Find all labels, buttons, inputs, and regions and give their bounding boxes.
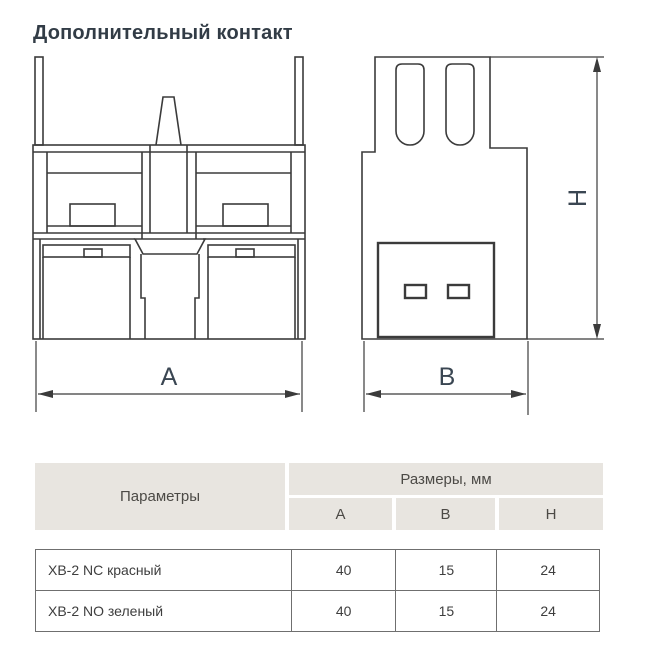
cell-dimension-b: 15	[395, 590, 498, 632]
row-name: XB-2 NO зеленый	[35, 590, 292, 632]
dim-h-label: H	[564, 189, 592, 207]
front-body-outline	[32, 144, 306, 340]
table-row: XB-2 NC красный 40 15 24	[35, 549, 600, 591]
cell-dimension-h: 24	[496, 549, 600, 591]
cell-dimension-a: 40	[290, 549, 397, 591]
front-plunger	[155, 96, 182, 146]
column-header-b: B	[396, 498, 495, 530]
parameters-header-cell: Параметры	[35, 463, 285, 530]
side-right-slot	[445, 63, 475, 146]
table-row: XB-2 NO зеленый 40 15 24	[35, 590, 600, 632]
side-socket-opening-1	[403, 283, 428, 300]
dimension-h: H	[490, 56, 604, 340]
dim-b-label: B	[439, 363, 456, 391]
dimension-a: A	[35, 341, 303, 412]
side-socket-opening-2	[446, 283, 471, 300]
column-header-h: H	[499, 498, 603, 530]
page-title: Дополнительный контакт	[33, 22, 293, 44]
dimensions-header-cell: Размеры, мм	[289, 463, 603, 495]
front-right-pin	[294, 56, 304, 146]
cell-dimension-b: 15	[395, 549, 498, 591]
row-name: XB-2 NC красный	[35, 549, 292, 591]
spec-table-header: Параметры Размеры, мм A B H	[35, 463, 603, 530]
side-view-drawing	[361, 56, 528, 340]
dim-a-label: A	[161, 363, 178, 391]
front-right-contact-window	[222, 203, 269, 227]
side-left-slot	[395, 63, 425, 146]
dimension-b: B	[363, 341, 529, 415]
column-header-a: A	[289, 498, 392, 530]
side-body-outline	[361, 56, 528, 340]
front-center-wedge	[133, 238, 207, 255]
front-left-pin	[34, 56, 44, 146]
front-left-contact-window	[69, 203, 116, 227]
technical-drawing: A H B	[32, 56, 604, 415]
cell-dimension-a: 40	[290, 590, 397, 632]
spec-table: XB-2 NC красный 40 15 24 XB-2 NO зеленый…	[35, 549, 600, 632]
side-socket-face	[376, 241, 496, 339]
front-view-drawing	[32, 56, 306, 340]
cell-dimension-h: 24	[496, 590, 600, 632]
